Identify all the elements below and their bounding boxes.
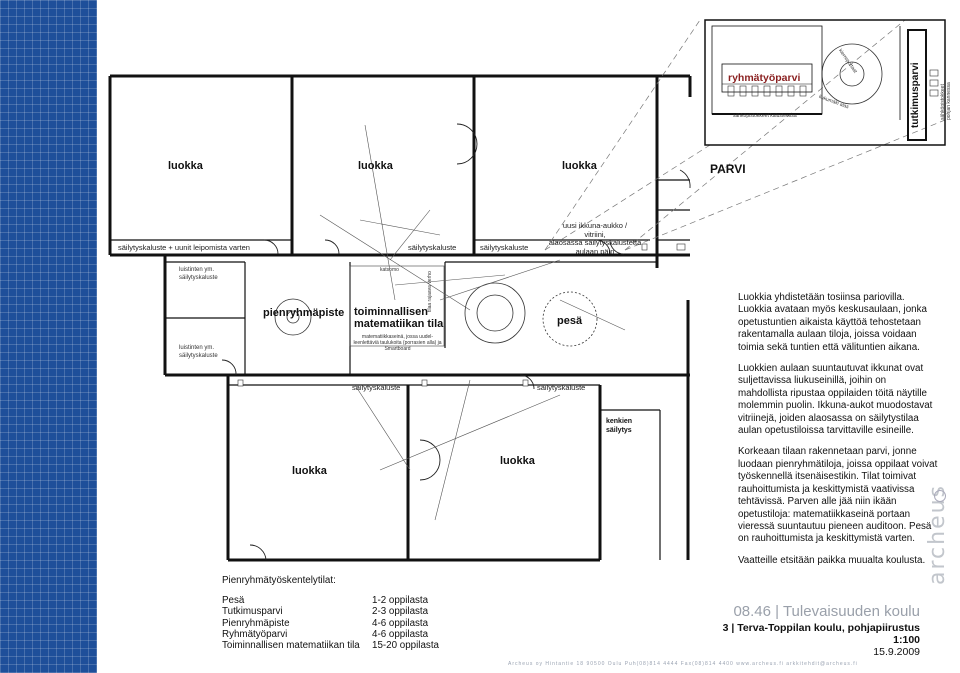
label-sailytyskaluste-b: säilytyskaluste (480, 243, 529, 252)
title-scale: 1:100 (893, 634, 920, 646)
label-sailytyskaluste-a: säilytyskaluste (408, 243, 457, 252)
room-luokka-4: luokka (292, 465, 327, 477)
label-luistinten-a: luistinten ym. säilytyskaluste (179, 266, 218, 282)
group-list-item: Pienryhmäpiste 4-6 oppilasta (222, 618, 502, 629)
group-list-item: Pesä 1-2 oppilasta (222, 595, 502, 606)
room-pienryhmapiste: pienryhmäpiste (263, 307, 345, 319)
paragraph-4: Vaatteille etsitään paikka muualta koulu… (738, 554, 926, 566)
paragraph-1: Luokkia yhdistetään tosiinsa pariovilla.… (738, 292, 927, 353)
label-luistinten-b2: säilytyskaluste (179, 353, 218, 359)
room-parvi: PARVI (710, 162, 746, 176)
label-luistinten-a1: luistinten ym. (179, 267, 215, 273)
label-sailytyskaluste-d: säilytyskaluste (537, 383, 586, 392)
label-ikkuna: uusi ikkuna-aukko / vitriini, alaosassa … (540, 221, 650, 256)
paragraph-2: Luokkien aulaan suuntautuvat ikkunat ova… (738, 363, 933, 437)
label-katsomo: katsomo (380, 267, 399, 273)
label-mat-1: matematiikkaseinä, jossa uudel- (361, 334, 434, 340)
label-sahkopistokkeet-pohjan-2: pohjan kannessa (946, 82, 952, 120)
room-luokka-3: luokka (562, 160, 597, 172)
label-ikkuna-1: uusi ikkuna-aukko / (562, 221, 628, 230)
label-luistinten-b: luistinten ym. säilytyskaluste (179, 344, 218, 360)
label-ikkuna-2: vitriini, (584, 229, 606, 239)
group-list: Pienryhmätyöskentelytilat: Pesä 1-2 oppil… (222, 575, 502, 651)
title-date: 15.9.2009 (873, 646, 920, 658)
label-sahkopistokkeet-pohjan: sähköpistokkeet pohjan kannessa (940, 82, 952, 120)
room-toiminnallisen-2: matematiikan tila (354, 318, 444, 330)
label-mat-2: leenlettäviä taulukoita (porrasien alla)… (353, 340, 442, 346)
label-sailytys-uunit: säilytyskaluste + uunit leipomista varte… (118, 243, 250, 252)
label-sahkopistokkeet-kalusteessa: sähköpistokkeet kalusteessa (733, 113, 797, 119)
footer-contact: Archeus oy Hintantie 18 90500 Oulu Puh(0… (508, 661, 858, 667)
title-number: 08.46 | Tulevaisuuden koulu (733, 603, 920, 620)
room-luokka-5: luokka (500, 455, 535, 467)
room-kenkien-2: säilytys (606, 427, 632, 434)
label-ikkuna-4: aulaan päin (575, 246, 615, 256)
label-matematiikkaseina: matematiikkaseinä, jossa uudel- leenlett… (350, 334, 445, 352)
title-subtitle: 3 | Terva-Toppilan koulu, pohjapiirustus (722, 622, 920, 634)
label-mat-3: Smartboard (384, 346, 411, 352)
group-list-title: Pienryhmätyöskentelytilat: (222, 575, 336, 586)
blue-grid-sidebar (0, 0, 97, 673)
group-list-item-value: 15-20 oppilasta (372, 640, 439, 652)
room-ryhmatyoparvi: ryhmätyöparvi (728, 72, 801, 84)
room-toiminnallisen-1: toiminnallisen (354, 306, 428, 318)
group-list-item: Tutkimusparvi 2-3 oppilasta (222, 606, 502, 617)
room-pesa: pesä (557, 315, 583, 327)
group-list-item-name: Tutkimusparvi (222, 606, 283, 618)
room-luokka-1: luokka (168, 160, 203, 172)
group-list-item-name: Pesä (222, 595, 245, 607)
group-list-item: Toiminnallisen matematiikan tila 15-20 op… (222, 640, 502, 651)
label-luistinten-a2: säilytyskaluste (179, 275, 218, 281)
room-luokka-2: luokka (358, 160, 393, 172)
group-list-item-value: 4-6 oppilasta (372, 628, 429, 640)
group-list-item-name: Pienryhmäpiste (222, 617, 290, 629)
group-list-item-name: Toiminnallisen matematiikan tila (222, 640, 360, 652)
room-tutkimusparvi: tutkimusparvi (910, 62, 921, 128)
group-list-item-value: 1-2 oppilasta (372, 595, 429, 607)
paragraph-3: Korkeaan tilaan rakennetaan parvi, jonne… (738, 446, 938, 545)
room-kenkien-1: kenkien (606, 418, 633, 425)
group-list-item-value: 4-6 oppilasta (372, 617, 429, 629)
label-verho: tilaa rajaava verho (427, 271, 433, 312)
description-text: Luokkia yhdistetään tosiinsa pariovilla.… (738, 292, 938, 567)
logo-circle-icon (934, 490, 946, 502)
group-list-item: Ryhmätyöparvi 4-6 oppilasta (222, 629, 502, 640)
label-ikkuna-3: alaosassa säilytyskalustetta (548, 238, 642, 247)
group-list-item-value: 2-3 oppilasta (372, 606, 429, 618)
group-list-item-name: Ryhmätyöparvi (222, 628, 288, 640)
label-luistinten-b1: luistinten ym. (179, 345, 215, 351)
label-sailytyskaluste-c: säilytyskaluste (352, 383, 401, 392)
